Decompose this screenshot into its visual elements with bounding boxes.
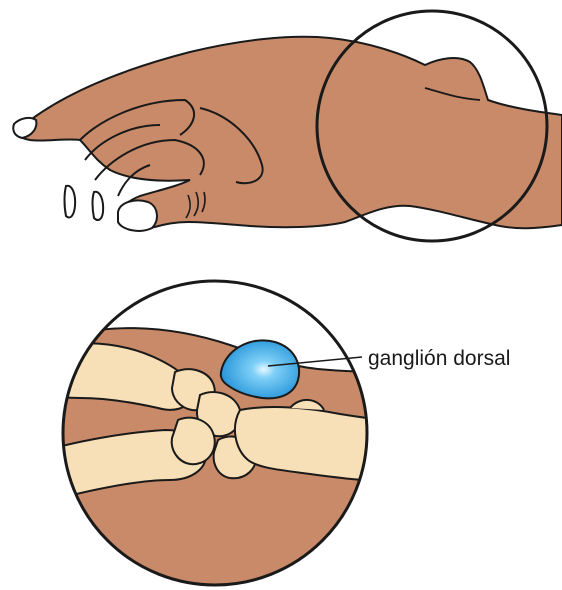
thumbnail (118, 200, 157, 230)
magnified-cross-section (40, 280, 390, 590)
fingernail-ring (93, 192, 104, 220)
hand-illustration (13, 37, 562, 231)
fingernail-middle (65, 186, 76, 218)
carpal-bone-3 (172, 418, 215, 464)
callout-label: ganglión dorsal (368, 347, 510, 370)
